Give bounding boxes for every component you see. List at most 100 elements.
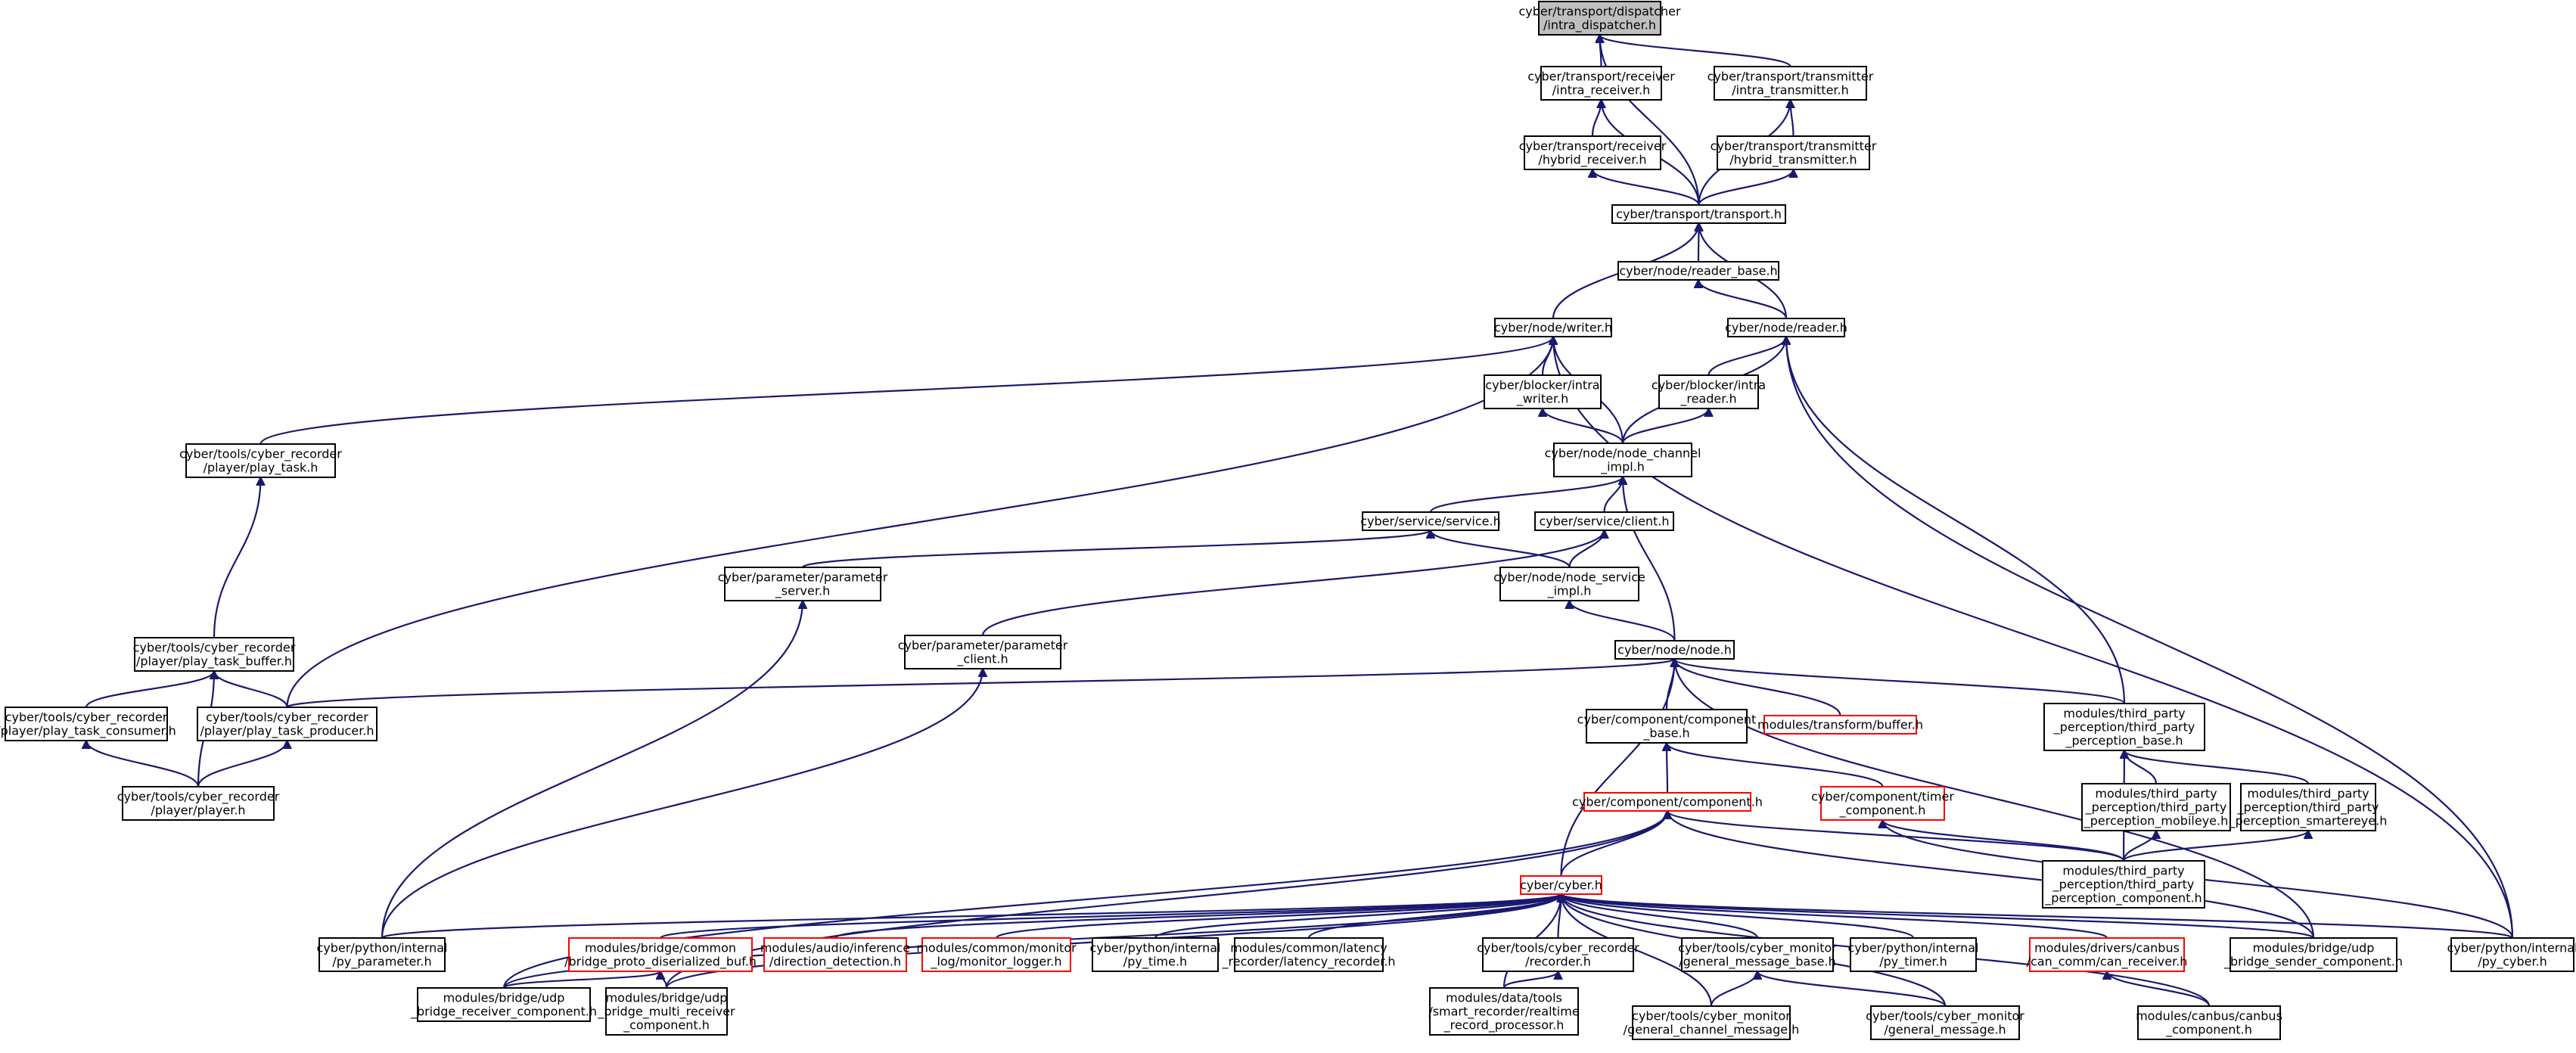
graph-node-bridge-sender[interactable]: modules/bridge/udp_bridge_sender_compone… [2223, 937, 2403, 972]
graph-node-parameter-client[interactable]: cyber/parameter/parameter_client.h [898, 635, 1068, 669]
graph-node-recorder[interactable]: cyber/tools/cyber_recorder/recorder.h [1477, 937, 1639, 972]
graph-node-writer[interactable]: cyber/node/writer.h [1494, 318, 1612, 337]
node-box [904, 635, 1061, 669]
node-label: cyber/service/service.h [1360, 514, 1500, 529]
node-box [2230, 937, 2397, 972]
node-label: cyber/component/component.h [1572, 795, 1763, 809]
graph-node-component-base[interactable]: cyber/component/component_base.h [1577, 709, 1757, 744]
graph-node-py-cyber[interactable]: cyber/python/internal/py_cyber.h [2447, 937, 2576, 972]
node-box [1714, 66, 1867, 101]
node-box [1681, 937, 1834, 972]
node-label: modules/transform/buffer.h [1757, 718, 1923, 732]
node-box [763, 937, 907, 972]
graph-node-direction-detection[interactable]: modules/audio/inference/direction_detect… [760, 937, 910, 972]
node-box [122, 786, 275, 821]
node-label: /intra_dispatcher.h [1543, 18, 1656, 33]
graph-node-tp-base[interactable]: modules/third_party_perception/third_par… [2043, 703, 2205, 751]
node-label: cyber/node/node_channel [1545, 446, 1701, 461]
graph-node-play-task-buffer[interactable]: cyber/tools/cyber_recorder/player/play_t… [133, 637, 296, 672]
graph-node-py-timer[interactable]: cyber/python/internal/py_timer.h [1848, 937, 1979, 972]
graph-node-cyber[interactable]: cyber/cyber.h [1520, 875, 1602, 895]
node-box [1538, 1, 1661, 36]
graph-node-node-service-impl[interactable]: cyber/node/node_service_impl.h [1493, 567, 1645, 601]
graph-node-latency-recorder[interactable]: modules/common/latency_recorder/latency_… [1222, 937, 1396, 972]
node-label: _impl.h [1600, 460, 1645, 475]
edge-general-channel-message-to-general-message-base [1710, 971, 1757, 1007]
graph-node-node[interactable]: cyber/node/node.h [1614, 640, 1735, 660]
graph-node-tp-smartereye[interactable]: modules/third_party_perception/third_par… [2229, 783, 2388, 831]
graph-node-service[interactable]: cyber/service/service.h [1360, 511, 1501, 531]
node-label: /intra_transmitter.h [1732, 83, 1849, 98]
graph-node-can-receiver[interactable]: modules/drivers/canbus/can_comm/can_rece… [2027, 937, 2188, 972]
graph-node-tp-component[interactable]: modules/third_party_perception/third_par… [2042, 860, 2205, 909]
graph-node-realtime-record-processor[interactable]: modules/data/tools/smart_recorder/realti… [1428, 987, 1580, 1036]
graph-node-reader[interactable]: cyber/node/reader.h [1725, 318, 1847, 337]
graph-node-hybrid-transmitter[interactable]: cyber/transport/transmitter/hybrid_trans… [1711, 135, 1877, 170]
node-label: /py_parameter.h [332, 955, 431, 970]
edge-reader-to-reader-base [1698, 280, 1788, 319]
graph-node-general-message-base[interactable]: cyber/tools/cyber_monitor/general_messag… [1678, 937, 1837, 972]
edge-transform-buffer-to-node [1675, 659, 1841, 716]
graph-node-hybrid-receiver[interactable]: cyber/transport/receiver/hybrid_receiver… [1519, 135, 1667, 170]
edge-can-receiver-to-cyber [1561, 894, 2108, 940]
node-label: modules/audio/inference [760, 941, 910, 955]
graph-node-bridge-multi-receiver[interactable]: modules/bridge/udp_bridge_multi_receiver… [597, 987, 735, 1036]
graph-node-play-task-producer[interactable]: cyber/tools/cyber_recorder/player/play_t… [197, 707, 378, 741]
graph-node-reader-base[interactable]: cyber/node/reader_base.h [1617, 261, 1779, 281]
node-label: cyber/tools/cyber_recorder [117, 790, 280, 805]
graph-node-parameter-server[interactable]: cyber/parameter/parameter_server.h [718, 567, 888, 601]
node-label: modules/data/tools [1446, 991, 1562, 1005]
edge-tp-base-to-node [1675, 659, 2126, 705]
node-label: modules/third_party [2062, 864, 2184, 879]
node-box [319, 937, 446, 972]
node-label: /general_channel_message.h [1624, 1023, 1800, 1038]
node-label: _bridge_multi_receiver [597, 1005, 735, 1020]
node-label: _base.h [1642, 726, 1689, 741]
node-label: cyber/tools/cyber_recorder [133, 641, 296, 656]
graph-node-node-channel-impl[interactable]: cyber/node/node_channel_impl.h [1545, 443, 1701, 477]
graph-node-blocker-intra-writer[interactable]: cyber/blocker/intra_writer.h [1484, 374, 1602, 409]
graph-node-blocker-intra-reader[interactable]: cyber/blocker/intra_reader.h [1652, 374, 1766, 409]
graph-node-player[interactable]: cyber/tools/cyber_recorder/player/player… [117, 786, 280, 821]
node-label: _perception_mobileye.h [2083, 814, 2228, 829]
graph-node-bridge-receiver[interactable]: modules/bridge/udp_bridge_receiver_compo… [410, 987, 597, 1022]
node-label: _writer.h [1516, 392, 1569, 407]
node-label: _client.h [956, 652, 1008, 667]
node-box [185, 443, 336, 478]
node-box [1850, 937, 1977, 972]
graph-node-timer-component[interactable]: cyber/component/timer_component.h [1811, 786, 1954, 821]
graph-node-intra-receiver[interactable]: cyber/transport/receiver/intra_receiver.… [1527, 66, 1675, 101]
graph-node-bridge-proto-buf[interactable]: modules/bridge/common/bridge_proto_diser… [564, 937, 757, 972]
graph-node-tp-mobileye[interactable]: modules/third_party_perception/third_par… [2081, 783, 2231, 831]
edge-py-parameter-to-parameter-server [381, 601, 803, 939]
node-label: cyber/tools/cyber_monitor [1866, 1009, 2024, 1024]
node-label: cyber/parameter/parameter [718, 570, 888, 585]
graph-node-py-parameter[interactable]: cyber/python/internal/py_parameter.h [317, 937, 448, 972]
node-label: _perception_smartereye.h [2229, 814, 2388, 829]
graph-node-intra-transmitter[interactable]: cyber/transport/transmitter/intra_transm… [1707, 66, 1874, 101]
graph-node-component[interactable]: cyber/component/component.h [1572, 792, 1763, 812]
edge-node-to-node-service-impl [1570, 601, 1676, 641]
node-label: cyber/service/client.h [1539, 514, 1669, 529]
graph-node-play-task-consumer[interactable]: cyber/tools/cyber_recorder/player/play_t… [0, 707, 176, 741]
edge-play-task-buffer-to-play-task [213, 477, 261, 638]
graph-node-client[interactable]: cyber/service/client.h [1534, 511, 1674, 531]
graph-node-transport[interactable]: cyber/transport/transport.h [1611, 204, 1786, 224]
node-box [417, 987, 591, 1022]
node-box [134, 637, 294, 672]
graph-node-transform-buffer[interactable]: modules/transform/buffer.h [1757, 715, 1923, 735]
graph-node-play-task[interactable]: cyber/tools/cyber_recorder/player/play_t… [179, 443, 342, 478]
graph-node-intra-dispatcher[interactable]: cyber/transport/dispatcher/intra_dispatc… [1518, 1, 1681, 36]
graph-node-general-channel-message[interactable]: cyber/tools/cyber_monitor/general_channe… [1624, 1005, 1800, 1040]
node-label: _impl.h [1547, 584, 1592, 599]
edge-general-channel-message-to-cyber [1561, 894, 1713, 1007]
edge-service-to-node-channel-impl [1429, 477, 1623, 513]
graph-node-monitor-logger[interactable]: modules/common/monitor_log/monitor_logge… [916, 937, 1077, 972]
graph-node-canbus-component[interactable]: modules/canbus/canbus_component.h [2136, 1005, 2282, 1040]
node-label: cyber/transport/dispatcher [1518, 5, 1681, 19]
graph-node-py-time[interactable]: cyber/python/internal/py_time.h [1090, 937, 1221, 972]
graph-node-general-message[interactable]: cyber/tools/cyber_monitor/general_messag… [1866, 1005, 2024, 1040]
node-box [1494, 318, 1612, 337]
edge-player-to-play-task-producer [197, 741, 287, 787]
